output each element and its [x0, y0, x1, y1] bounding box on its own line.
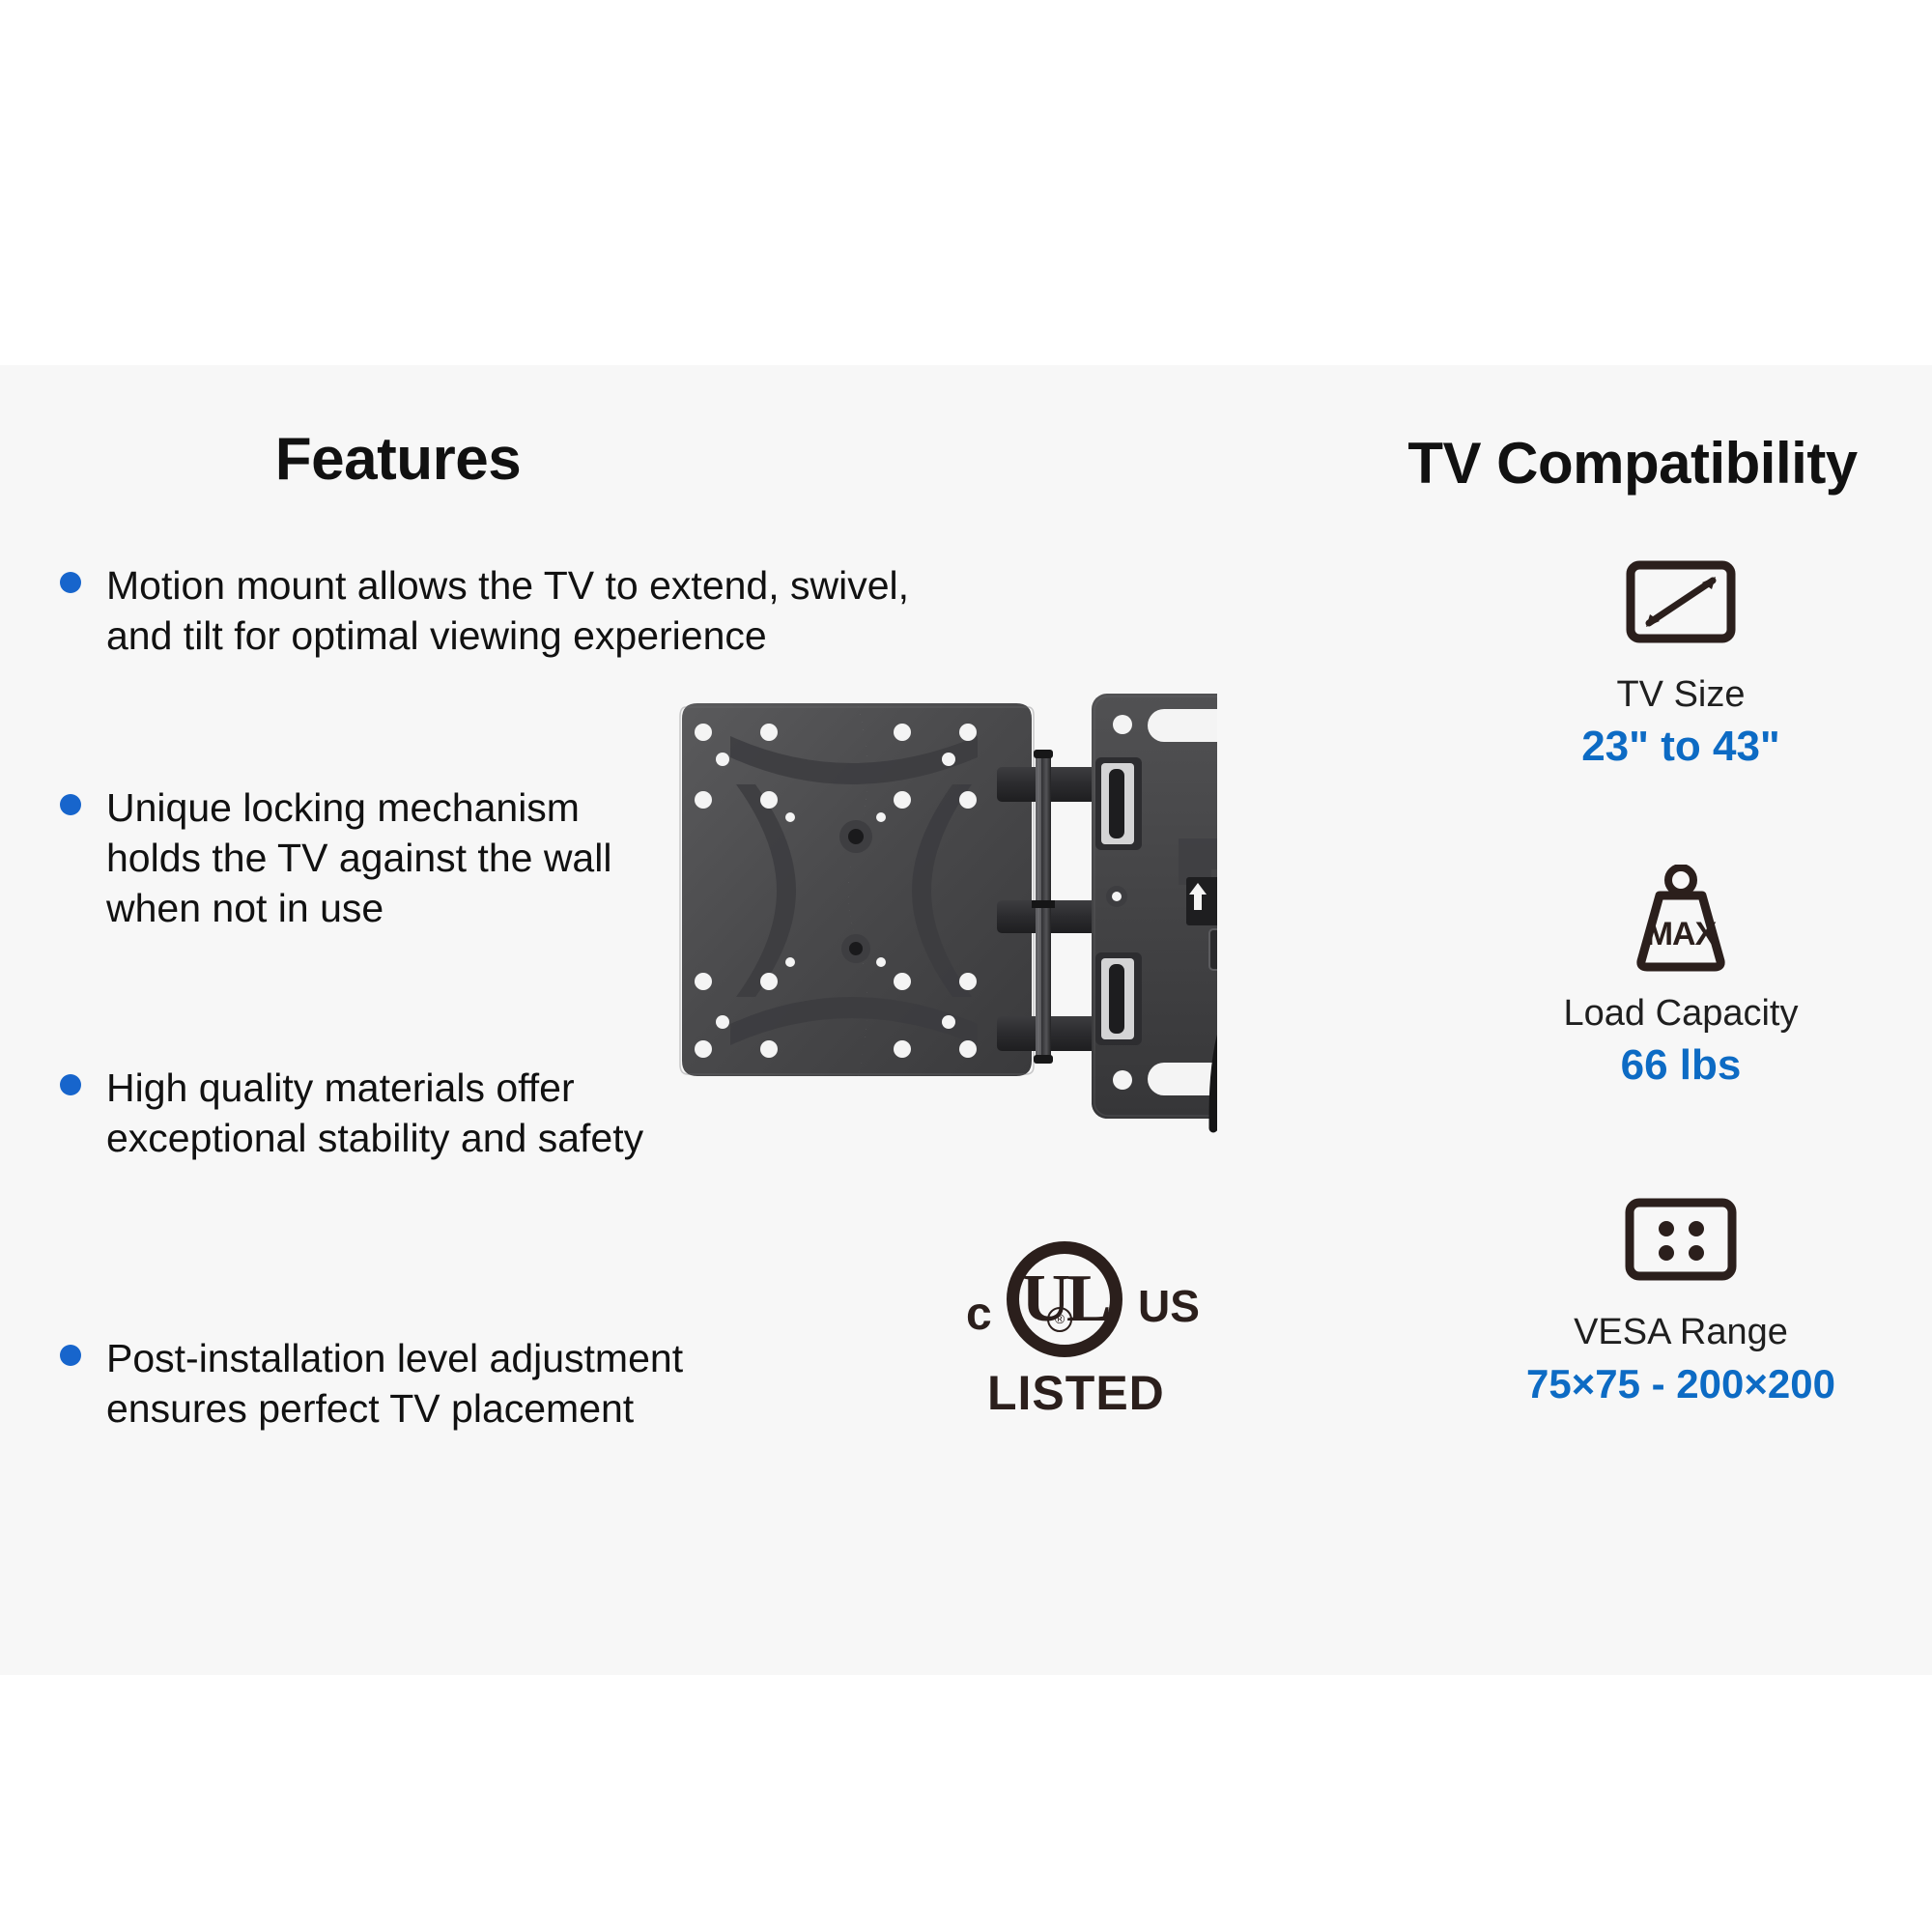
spec-vesa-range: VESA Range 75×75 - 200×200	[1420, 1179, 1932, 1409]
wall-plate	[1092, 694, 1273, 1133]
vesa-pattern-icon	[1420, 1179, 1932, 1299]
spec-value: 75×75 - 200×200	[1526, 1361, 1835, 1406]
feature-text: Post-installation level adjustment ensur…	[106, 1336, 684, 1431]
ul-listed-text: LISTED	[987, 1366, 1165, 1420]
max-weight-icon: MAX	[1420, 860, 1932, 980]
spec-value: 23" to 43"	[1581, 723, 1780, 770]
spec-value: 66 lbs	[1620, 1041, 1742, 1089]
ul-listed-mark: c UL ® US LISTED	[966, 1241, 1227, 1420]
ul-us-letters: US	[1138, 1281, 1200, 1331]
ul-mark-row: c UL ® US	[966, 1241, 1227, 1357]
bullet-dot-icon	[60, 1074, 81, 1095]
feature-item: Unique locking mechanism holds the TV ag…	[39, 782, 647, 933]
tv-bracket-plate	[679, 703, 1035, 1076]
product-image	[676, 676, 1273, 1217]
up-arrow-icon	[1189, 883, 1207, 910]
svg-text:MAX: MAX	[1646, 916, 1718, 952]
spec-load-capacity: MAX Load Capacity 66 lbs	[1420, 860, 1932, 1091]
ul-canada-letter: c	[966, 1289, 992, 1340]
registered-trademark-icon: ®	[1047, 1307, 1072, 1332]
features-heading: Features	[274, 426, 522, 493]
feature-item: Post-installation level adjustment ensur…	[39, 1333, 744, 1434]
tv-compatibility-heading: TV Compatibility	[1407, 431, 1858, 496]
feature-text: High quality materials offer exceptional…	[106, 1065, 644, 1160]
spec-label: TV Size	[1616, 674, 1746, 715]
spec-label: Load Capacity	[1563, 993, 1799, 1034]
tv-size-icon	[1420, 541, 1932, 662]
feature-item: Motion mount allows the TV to extend, sw…	[39, 560, 956, 661]
feature-text: Unique locking mechanism holds the TV ag…	[106, 785, 612, 930]
feature-text: Motion mount allows the TV to extend, sw…	[106, 563, 910, 658]
bullet-dot-icon	[60, 572, 81, 593]
spec-tv-size: TV Size 23" to 43"	[1420, 541, 1932, 772]
bullet-dot-icon	[60, 794, 81, 815]
bullet-dot-icon	[60, 1345, 81, 1366]
feature-item: High quality materials offer exceptional…	[39, 1063, 686, 1163]
ul-monogram: UL	[1021, 1262, 1111, 1336]
spec-label: VESA Range	[1574, 1312, 1788, 1352]
